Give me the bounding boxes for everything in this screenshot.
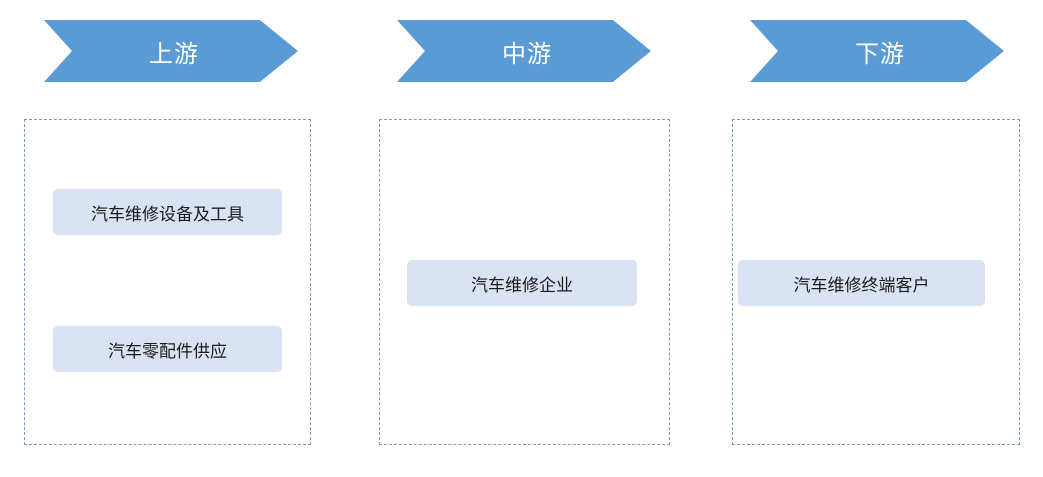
stage-downstream-header: 下游	[750, 20, 1004, 82]
stage-downstream-title: 下游	[855, 39, 905, 68]
upstream-item-parts: 汽车零配件供应	[53, 326, 282, 372]
downstream-item-end-customer: 汽车维修终端客户	[738, 260, 985, 306]
upstream-item-equipment: 汽车维修设备及工具	[53, 189, 282, 235]
stage-upstream-title: 上游	[149, 39, 199, 68]
stage-midstream-panel: 汽车维修企业	[379, 119, 670, 445]
stage-downstream-panel: 汽车维修终端客户	[732, 119, 1020, 445]
stage-midstream-header: 中游	[397, 20, 651, 82]
stage-upstream-panel: 汽车维修设备及工具 汽车零配件供应	[24, 119, 311, 445]
stage-midstream-title: 中游	[502, 39, 552, 68]
stage-upstream-header: 上游	[44, 20, 298, 82]
midstream-item-repair-enterprise: 汽车维修企业	[407, 260, 637, 306]
